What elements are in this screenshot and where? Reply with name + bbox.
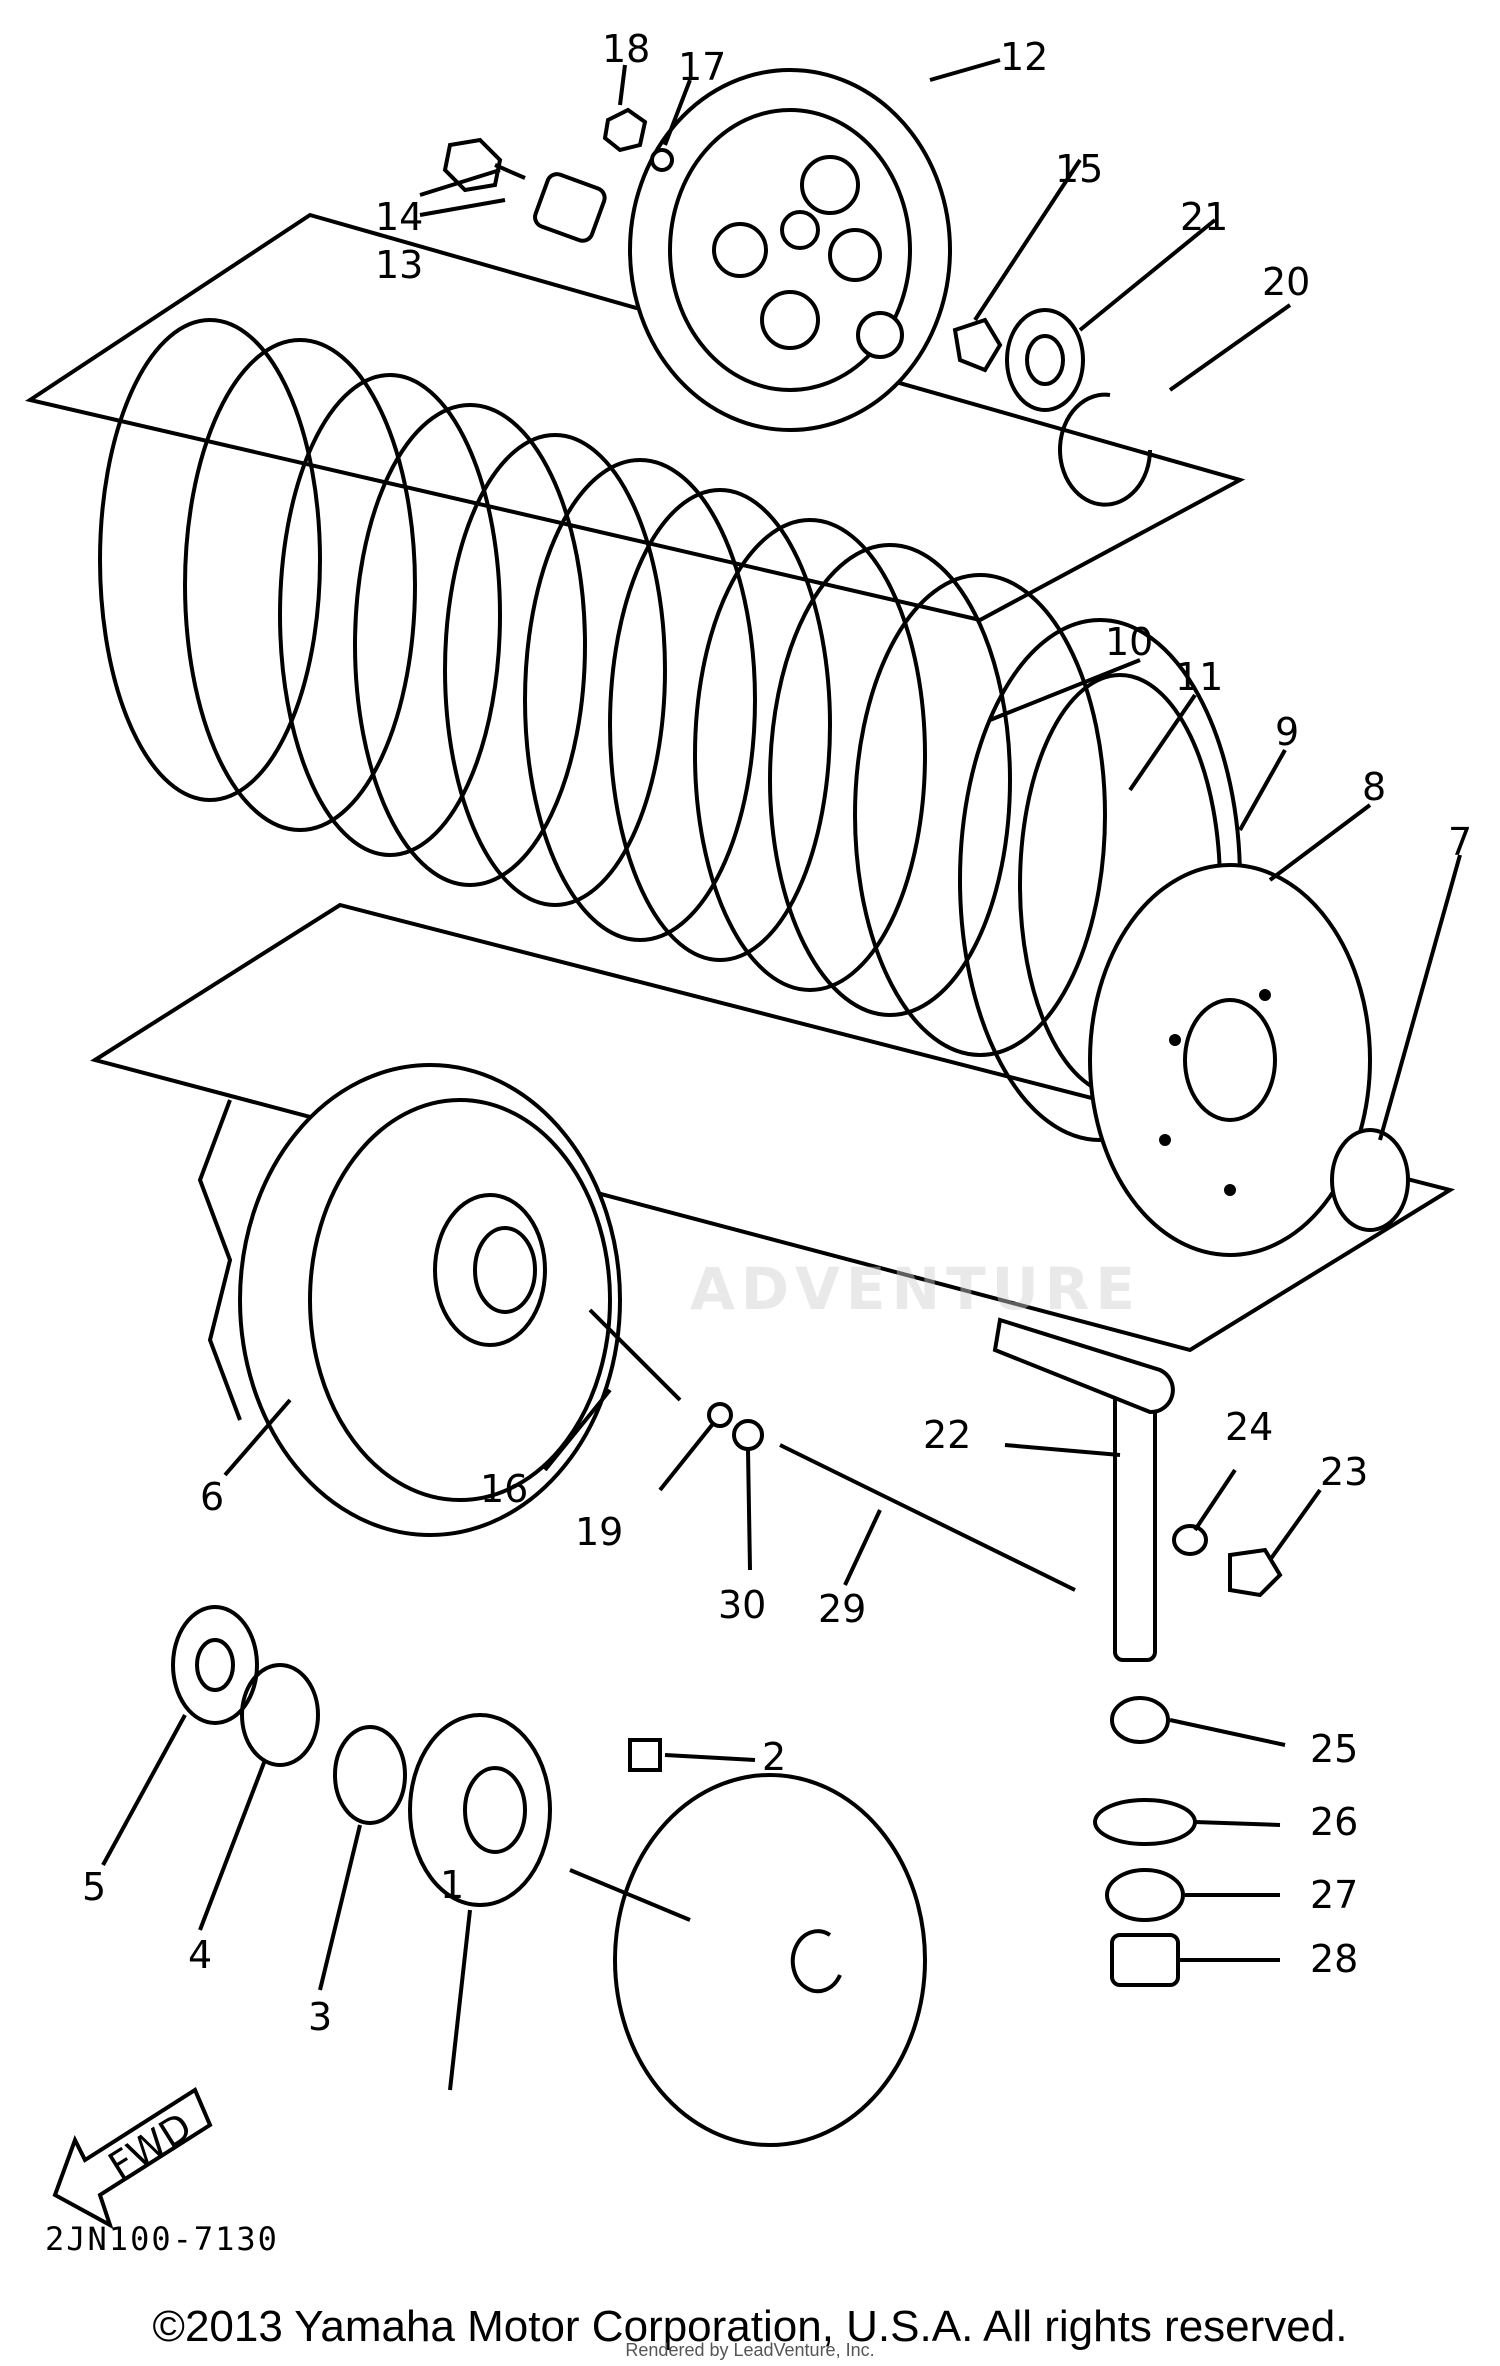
lock-washer	[1330, 1128, 1410, 1232]
part-label-30: 30	[718, 1583, 766, 1627]
part-label-1: 1	[440, 1863, 464, 1907]
copyright-notice: ©2013 Yamaha Motor Corporation, U.S.A. A…	[152, 2302, 1348, 2351]
part-label-14: 14	[375, 195, 423, 239]
part-label-8: 8	[1362, 765, 1386, 809]
part-label-21: 21	[1180, 195, 1228, 239]
part-label-17: 17	[678, 45, 726, 89]
callout-numbers: 1 2 3 4 5 6 7 8 9 10 11 12 13 14 15 16 1…	[82, 27, 1472, 2039]
clutch-boss	[1088, 863, 1372, 1257]
part-label-13: 13	[375, 243, 423, 287]
push-rod-assembly	[588, 1308, 1076, 1592]
part-label-15: 15	[1055, 147, 1103, 191]
push-lever-assembly	[992, 1317, 1283, 1987]
watermark-text: ADVENTURE	[690, 1255, 1142, 1323]
small-hardware-top	[442, 107, 1152, 507]
bottom-gears	[171, 1605, 927, 2147]
part-label-12: 12	[1000, 35, 1048, 79]
part-label-6: 6	[200, 1475, 224, 1519]
lower-assembly-outline	[90, 902, 1456, 1353]
part-label-20: 20	[1262, 260, 1310, 304]
part-label-26: 26	[1310, 1800, 1358, 1844]
fwd-direction-arrow: FWD	[52, 2087, 213, 2230]
upper-assembly-outline	[25, 212, 1246, 623]
diagram-code: 2JN100-7130	[45, 2220, 279, 2258]
part-label-27: 27	[1310, 1873, 1358, 1917]
part-label-4: 4	[188, 1933, 212, 1977]
part-label-24: 24	[1225, 1405, 1273, 1449]
part-label-10: 10	[1105, 620, 1153, 664]
part-label-2: 2	[762, 1735, 786, 1779]
part-label-22: 22	[923, 1413, 971, 1457]
clutch-plate-stack	[98, 318, 1107, 1057]
clutch-housing	[197, 1063, 622, 1537]
rendered-by-note: Rendered by LeadVenture, Inc.	[625, 2340, 875, 2360]
part-label-25: 25	[1310, 1727, 1358, 1771]
part-label-5: 5	[82, 1865, 106, 1909]
part-label-11: 11	[1175, 655, 1223, 699]
part-label-23: 23	[1320, 1450, 1368, 1494]
callout-leaders	[101, 58, 1462, 2091]
part-label-29: 29	[818, 1587, 866, 1631]
part-label-16: 16	[480, 1467, 528, 1511]
part-label-9: 9	[1275, 710, 1299, 754]
part-label-19: 19	[575, 1510, 623, 1554]
part-label-18: 18	[602, 27, 650, 71]
part-label-28: 28	[1310, 1937, 1358, 1981]
pressure-plate	[628, 68, 952, 432]
part-label-3: 3	[308, 1995, 332, 2039]
part-label-7: 7	[1448, 820, 1472, 864]
